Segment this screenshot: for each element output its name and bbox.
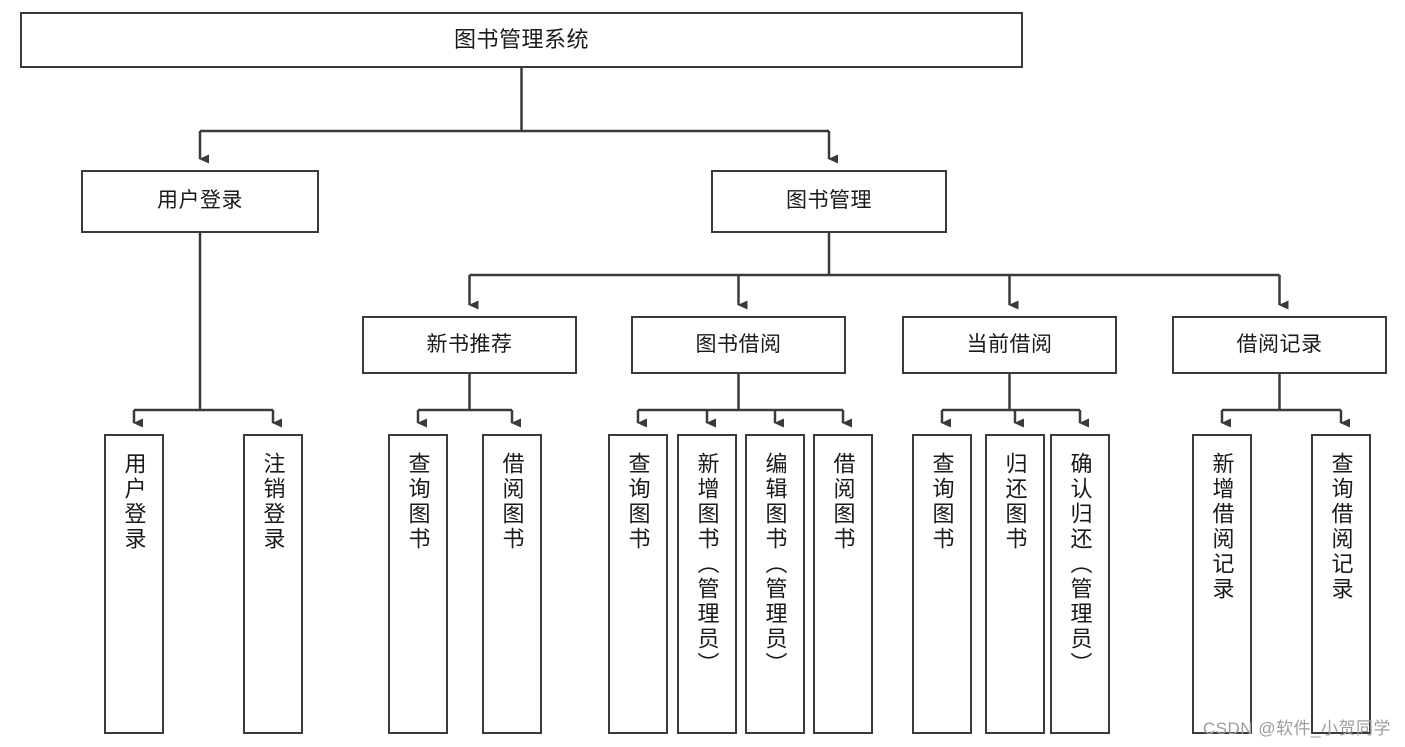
node-leaf-confirm[interactable]: 确认归还（管理员） [1050, 434, 1110, 734]
node-label: 确认归还（管理员） [1067, 452, 1093, 677]
node-leaf-borrow-1[interactable]: 借阅图书 [482, 434, 542, 734]
node-new-book-rec[interactable]: 新书推荐 [362, 316, 577, 374]
node-leaf-add-record[interactable]: 新增借阅记录 [1192, 434, 1252, 734]
node-label: 当前借阅 [966, 332, 1053, 356]
node-label: 图书借阅 [695, 332, 782, 356]
node-label: 查询图书 [929, 452, 955, 552]
node-label: 图书管理 [786, 189, 872, 213]
node-leaf-borrow-2[interactable]: 借阅图书 [813, 434, 873, 734]
node-label: 归还图书 [1002, 452, 1028, 552]
node-leaf-qry-record[interactable]: 查询借阅记录 [1311, 434, 1371, 734]
node-book-manage[interactable]: 图书管理 [711, 170, 947, 233]
node-label: 用户登录 [157, 189, 243, 213]
node-label: 编辑图书（管理员） [762, 452, 788, 677]
node-label: 查询图书 [625, 452, 651, 552]
node-label: 注销登录 [260, 452, 286, 552]
node-label: 新增图书（管理员） [694, 452, 720, 677]
node-root[interactable]: 图书管理系统 [20, 12, 1023, 68]
node-leaf-edit-book[interactable]: 编辑图书（管理员） [745, 434, 805, 734]
node-leaf-query-3[interactable]: 查询图书 [912, 434, 972, 734]
node-user-login[interactable]: 用户登录 [81, 170, 319, 233]
node-label: 用户登录 [121, 452, 147, 552]
node-label: 查询借阅记录 [1328, 452, 1354, 602]
node-label: 图书管理系统 [453, 27, 589, 53]
node-label: 查询图书 [405, 452, 431, 552]
node-label: 新增借阅记录 [1209, 452, 1235, 602]
node-leaf-query-1[interactable]: 查询图书 [388, 434, 448, 734]
node-borrow-record[interactable]: 借阅记录 [1172, 316, 1387, 374]
node-book-borrow[interactable]: 图书借阅 [631, 316, 846, 374]
node-label: 借阅记录 [1236, 332, 1323, 356]
node-label: 借阅图书 [499, 452, 525, 552]
node-current-borrow[interactable]: 当前借阅 [902, 316, 1117, 374]
node-label: 新书推荐 [426, 332, 513, 356]
node-label: 借阅图书 [830, 452, 856, 552]
node-leaf-logout[interactable]: 注销登录 [243, 434, 303, 734]
node-leaf-return[interactable]: 归还图书 [985, 434, 1045, 734]
node-leaf-query-2[interactable]: 查询图书 [608, 434, 668, 734]
node-leaf-add-book[interactable]: 新增图书（管理员） [677, 434, 737, 734]
node-leaf-user-login[interactable]: 用户登录 [104, 434, 164, 734]
